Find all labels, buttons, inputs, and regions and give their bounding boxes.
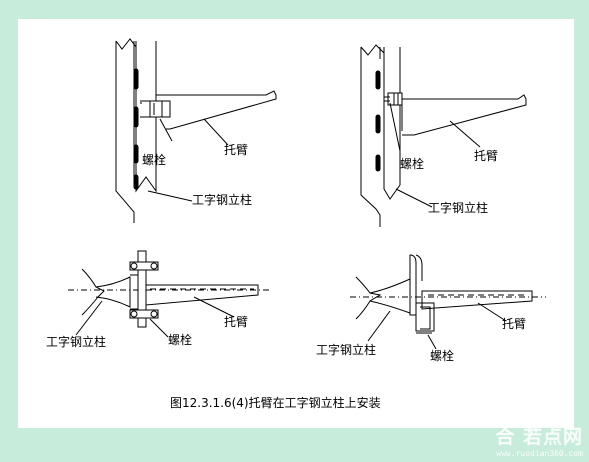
fig1-column-label: 工字钢立柱 (192, 193, 253, 207)
fig1-arm-label: 托臂 (224, 143, 249, 157)
fig3-bolt-label: 螺栓 (168, 333, 193, 347)
watermark-url: www.ruodian360.com (496, 449, 583, 458)
watermark-logo: 合 若点网 (495, 426, 583, 448)
drawing-sheet: 螺栓 托臂 工字钢立柱 螺栓 托臂 工字钢立柱 托臂 螺栓 工字钢立柱 托臂 螺… (18, 19, 574, 428)
fig4-bolt-label: 螺栓 (430, 349, 455, 363)
fig4-plan (350, 254, 546, 350)
fig2-bolt-label: 螺栓 (400, 157, 425, 171)
fig4-arm-label: 托臂 (502, 317, 527, 331)
installation-drawing (68, 38, 546, 350)
fig3-column-label: 工字钢立柱 (46, 335, 107, 349)
fig2-arm-label: 托臂 (474, 149, 499, 163)
fig3-plan (68, 250, 270, 338)
fig2-column-label: 工字钢立柱 (428, 201, 489, 215)
figure-caption: 图12.3.1.6(4)托臂在工字钢立柱上安装 (170, 396, 381, 410)
fig3-arm-label: 托臂 (224, 315, 249, 329)
fig2-elevation (360, 44, 527, 227)
fig1-bolt-label: 螺栓 (142, 153, 167, 167)
fig4-column-label: 工字钢立柱 (316, 343, 377, 357)
site-watermark: 合 若点网 www.ruodian360.com (495, 422, 583, 458)
fig1-elevation (115, 38, 277, 223)
